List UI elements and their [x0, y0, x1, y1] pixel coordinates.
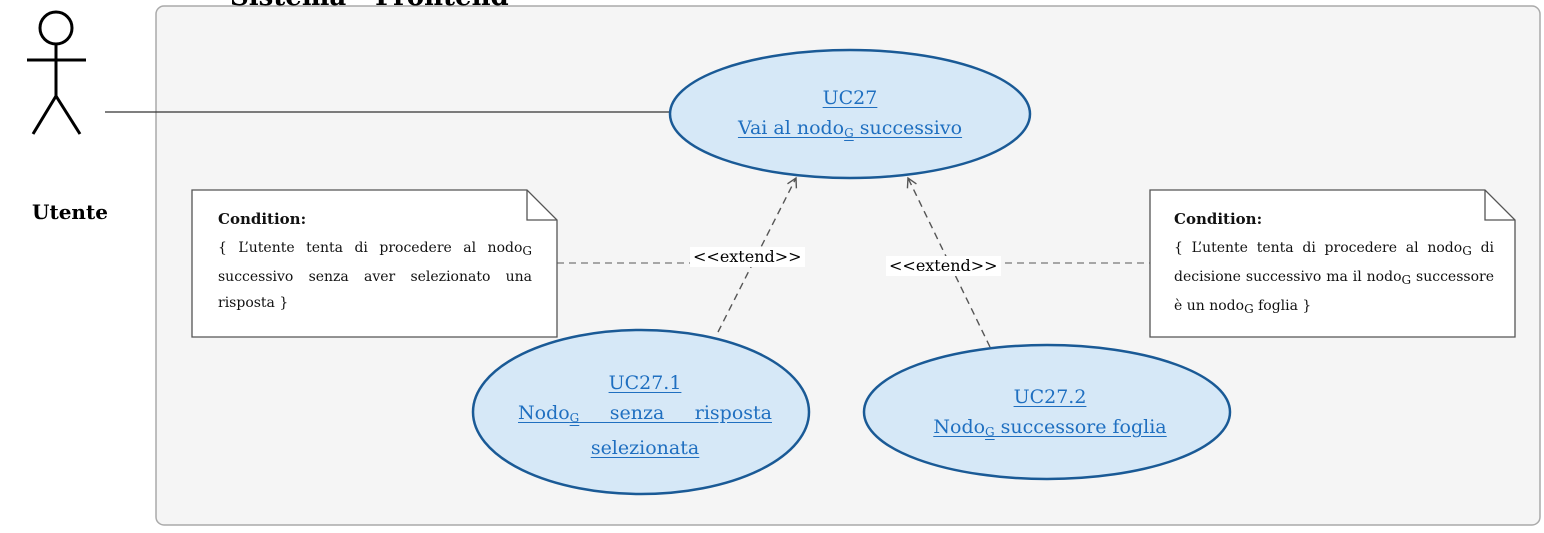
system-title: Sistema - Frontend — [230, 0, 509, 12]
note-left-text: { L’utente tenta di procedere al nodoG s… — [218, 235, 532, 316]
use-case-uc27-1-id[interactable]: UC27.1 — [608, 372, 682, 394]
note-right-box — [1149, 189, 1516, 338]
use-case-uc27-1-name[interactable]: NodoG senza risposta selezionata — [518, 402, 772, 459]
note-right-sub-1: G — [1462, 244, 1472, 258]
note-right-sub-2: G — [1401, 273, 1412, 287]
note-right-heading: Condition: — [1174, 210, 1263, 228]
note-right-text-3: successore è un nodo — [1174, 269, 1494, 314]
uc27-1-name-rest: senza risposta selezionata — [579, 402, 772, 459]
actor-label: Utente — [32, 200, 108, 224]
use-case-uc27-2[interactable]: UC27.2 NodoG successore foglia — [900, 382, 1200, 447]
uc27-name-rest: successivo — [853, 117, 963, 139]
note-left-heading: Condition: — [218, 210, 307, 228]
note-left-fold — [526, 190, 557, 221]
use-case-uc27-1-ellipse[interactable] — [471, 328, 811, 496]
use-case-uc27-1[interactable]: UC27.1 NodoG senza risposta selezionata — [518, 368, 772, 463]
use-case-uc27-ellipse[interactable] — [668, 48, 1032, 180]
note-right-text-2: di decisione successivo ma il nodo — [1174, 240, 1495, 285]
note-right-sub-3: G — [1244, 302, 1254, 316]
note-right-text-1: { L’utente tenta di procedere al nodo — [1174, 240, 1463, 256]
note-left-sub-1: G — [522, 244, 532, 258]
use-case-uc27-id[interactable]: UC27 — [822, 87, 878, 109]
uc27-2-name-part: Nodo — [933, 416, 986, 438]
note-right-fold — [1484, 190, 1515, 221]
note-left-text-2: successivo senza aver selezionato una ri… — [218, 269, 532, 311]
uc27-name-sub: G — [844, 126, 854, 140]
note-right-text-4: foglia } — [1253, 298, 1312, 314]
uc27-name-part: Vai al nodo — [737, 117, 845, 139]
note-right: Condition: { L’utente tenta di procedere… — [1174, 206, 1494, 322]
note-right-text: { L’utente tenta di procedere al nodoG d… — [1174, 235, 1494, 322]
note-left-text-1: { L’utente tenta di procedere al nodo — [218, 240, 523, 256]
uc27-1-name-sub: G — [569, 411, 580, 425]
use-case-uc27[interactable]: UC27 Vai al nodoG successivo — [700, 83, 1000, 148]
use-case-uc27-2-name[interactable]: NodoG successore foglia — [933, 416, 1167, 439]
extend-arrow-right — [906, 176, 991, 348]
uc27-1-name-part: Nodo — [518, 402, 570, 424]
note-left: Condition: { L’utente tenta di procedere… — [218, 206, 532, 316]
uc27-2-name-sub: G — [985, 425, 995, 439]
note-left-box — [191, 189, 558, 338]
use-case-uc27-name[interactable]: Vai al nodoG successivo — [737, 117, 963, 140]
extend-label-left: <<extend>> — [690, 247, 805, 267]
actor-icon — [27, 10, 86, 135]
use-case-uc27-2-id[interactable]: UC27.2 — [1013, 386, 1087, 408]
use-case-uc27-2-ellipse[interactable] — [862, 343, 1232, 481]
extend-label-right: <<extend>> — [886, 256, 1001, 276]
uc27-2-name-rest: successore foglia — [994, 416, 1167, 438]
